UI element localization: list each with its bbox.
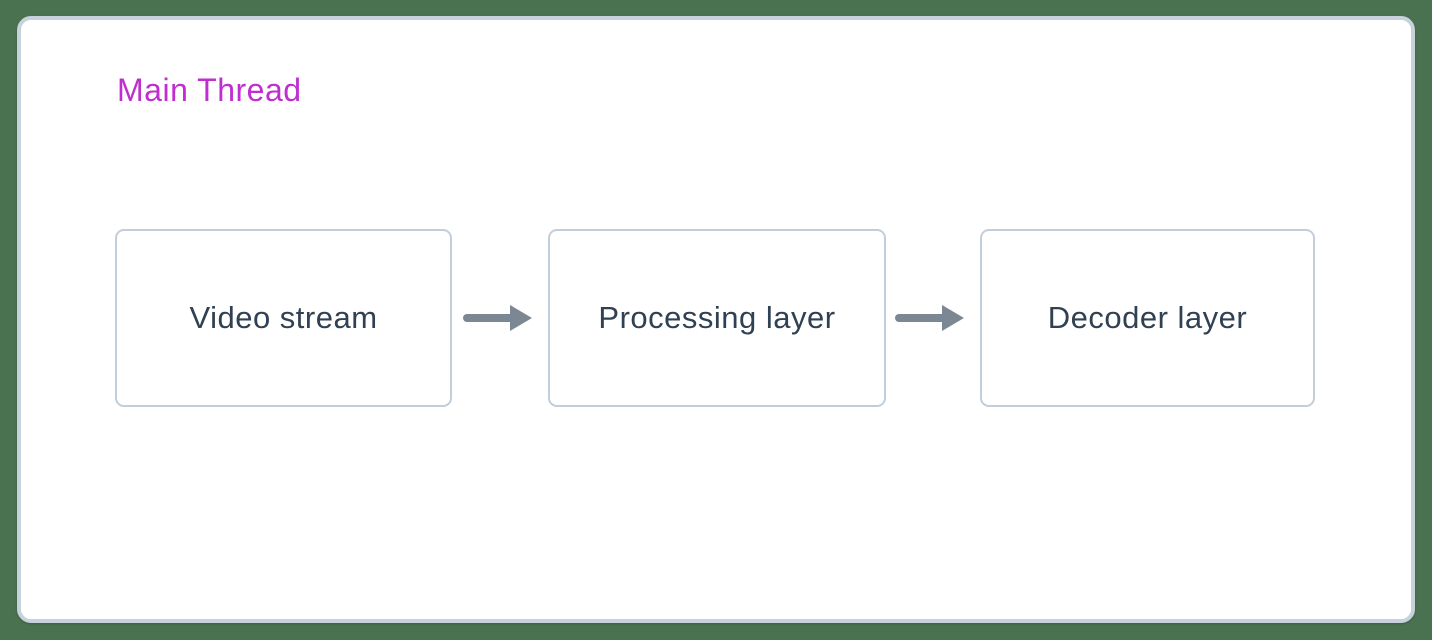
node-label-decoder-layer: Decoder layer <box>1047 300 1248 335</box>
node-video-stream: Video stream <box>115 229 452 407</box>
node-processing-layer: Processing layer <box>548 229 886 407</box>
node-decoder-layer: Decoder layer <box>980 229 1315 407</box>
arrow-right-icon <box>894 302 966 334</box>
arrow-right-icon <box>462 302 534 334</box>
node-label-processing-layer: Processing layer <box>598 300 836 335</box>
panel-title: Main Thread <box>117 72 302 108</box>
node-label-video-stream: Video stream <box>189 300 378 335</box>
main-thread-panel: Main Thread Video stream Processing laye… <box>17 16 1415 623</box>
